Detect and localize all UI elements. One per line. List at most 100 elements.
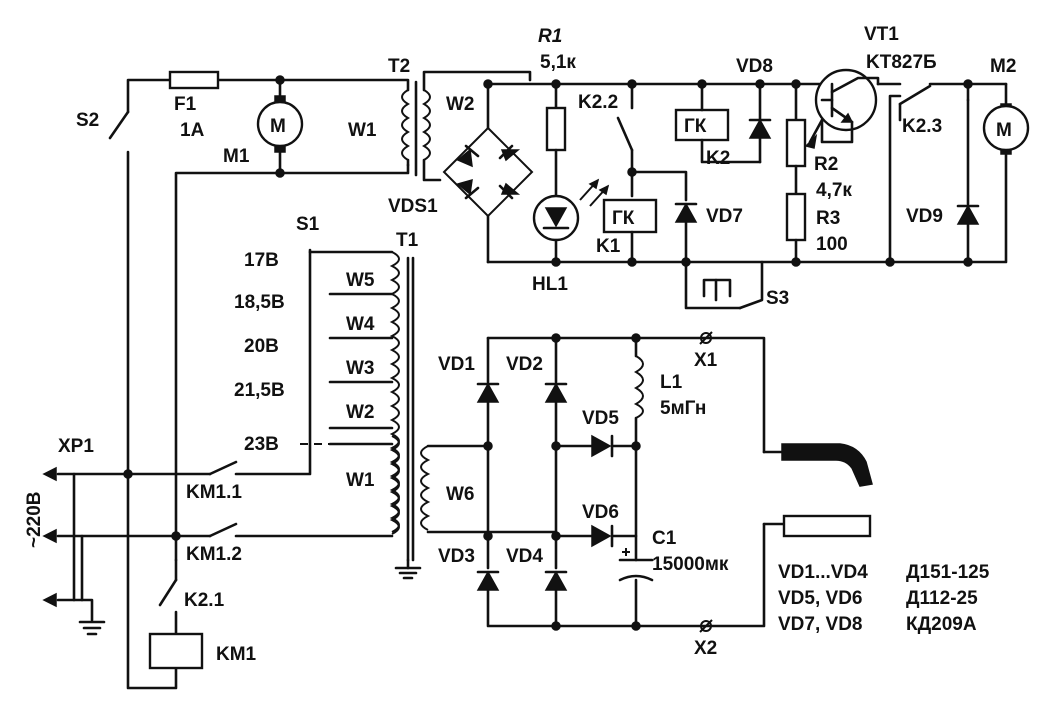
- junction-dots-left: [123, 75, 285, 541]
- label-km1-1: KM1.1: [186, 482, 242, 503]
- label-k2-2: K2.2: [578, 92, 618, 113]
- label-r3-value: 100: [816, 234, 848, 255]
- fuse-f1: [168, 70, 220, 90]
- label-vd3: VD3: [438, 546, 475, 567]
- label-tap-18-5: 18,5B: [234, 292, 285, 313]
- label-gk-k2: ГК: [684, 116, 707, 137]
- label-km1-2: KM1.2: [186, 544, 242, 565]
- label-l1: L1: [660, 372, 683, 393]
- label-m1: M1: [223, 146, 250, 167]
- parts-refs-1: VD5, VD6: [778, 588, 862, 609]
- label-vd9: VD9: [906, 206, 943, 227]
- parts-refs-0: VD1...VD4: [778, 562, 868, 583]
- label-r1: R1: [538, 26, 562, 47]
- diode-vd3: [476, 570, 500, 591]
- label-x2: X2: [694, 638, 717, 659]
- label-tap-23: 23B: [244, 434, 279, 455]
- diode-vd5: [591, 434, 614, 458]
- label-tap-17: 17B: [244, 250, 279, 271]
- label-s2: S2: [76, 110, 99, 131]
- output-rectifier: [486, 336, 786, 628]
- label-w6: W6: [446, 484, 475, 505]
- parts-list: VD1...VD4 Д151-125 VD5, VD6 Д112-25 VD7,…: [778, 562, 990, 635]
- transformer-t1: [300, 250, 558, 580]
- relay-coil-k1: [602, 198, 658, 234]
- label-k2-3: K2.3: [902, 116, 942, 137]
- label-hl1: HL1: [532, 274, 568, 295]
- label-tap-20: 20B: [244, 336, 279, 357]
- mains-plug-arrows: [42, 466, 57, 608]
- label-t2-w1: W1: [348, 120, 377, 141]
- label-m2-letter: M: [996, 120, 1012, 141]
- label-r3: R3: [816, 208, 840, 229]
- motor-m2: [966, 82, 1030, 264]
- contact-k2-2: [616, 82, 634, 198]
- potentiometer-r2: [785, 82, 824, 196]
- label-m2: M2: [990, 56, 1016, 77]
- label-vd6: VD6: [582, 502, 619, 523]
- label-km1: KM1: [216, 644, 257, 665]
- label-l1-value: 5мГн: [660, 398, 706, 419]
- label-mains: ~220B: [24, 491, 45, 548]
- label-m1-letter: M: [270, 116, 286, 137]
- motor-m1: [256, 95, 304, 153]
- label-vd4: VD4: [506, 546, 543, 567]
- label-t1-w3: W3: [346, 358, 375, 379]
- transformer-t2: [401, 70, 532, 182]
- resistor-r1: [545, 82, 567, 198]
- inductor-l1: [633, 355, 644, 419]
- label-t1-w4: W4: [346, 314, 375, 335]
- button-s3: [684, 260, 764, 310]
- label-t2-w2: W2: [446, 94, 475, 115]
- label-x1: X1: [694, 350, 718, 371]
- led-hl1: [532, 178, 610, 264]
- bridge-rectifier-vds1: [442, 82, 534, 264]
- junction-dots-output: [483, 333, 641, 631]
- contact-k2-3: [876, 82, 970, 264]
- label-gk-k1: ГК: [612, 208, 635, 229]
- terminal-x2: [699, 619, 713, 633]
- label-vd1: VD1: [438, 354, 475, 375]
- diode-vd6: [591, 524, 614, 548]
- label-vd8: VD8: [736, 56, 773, 77]
- label-f1: F1: [174, 94, 197, 115]
- label-t1-w5: W5: [346, 270, 375, 291]
- label-k2: K2: [706, 148, 730, 169]
- relay-coil-km1: [148, 632, 204, 670]
- label-c1: C1: [652, 528, 677, 549]
- transistor-vt1: [814, 68, 880, 144]
- ground-clamp: [782, 514, 872, 538]
- label-vt1: VT1: [864, 24, 899, 45]
- label-vd7: VD7: [706, 206, 743, 227]
- label-tap-21-5: 21,5B: [234, 380, 285, 401]
- label-s1: S1: [296, 214, 320, 235]
- label-vd5: VD5: [582, 408, 619, 429]
- diode-vd4: [544, 570, 568, 591]
- parts-type-0: Д151-125: [906, 562, 990, 583]
- junction-dots-right: [483, 79, 973, 267]
- mains-wiring: [56, 78, 410, 690]
- parts-type-2: КД209А: [906, 614, 977, 635]
- label-k2-1: K2.1: [184, 590, 225, 611]
- electrode-holder: [781, 443, 873, 487]
- resistor-r3: [785, 192, 807, 264]
- label-t1-w2: W2: [346, 402, 375, 423]
- parts-type-1: Д112-25: [906, 588, 978, 609]
- diode-vd1: [476, 382, 500, 403]
- label-xp1: XP1: [58, 436, 94, 457]
- diode-vd2: [544, 382, 568, 403]
- capacitor-c1: [618, 548, 654, 582]
- label-r2: R2: [814, 154, 838, 175]
- label-f1-value: 1A: [180, 120, 205, 141]
- label-vd2: VD2: [506, 354, 543, 375]
- label-k1: K1: [596, 236, 621, 257]
- label-t2: T2: [388, 56, 410, 77]
- label-vt1-type: KT827Б: [866, 52, 937, 73]
- parts-refs-2: VD7, VD8: [778, 614, 862, 635]
- label-r2-value: 4,7к: [816, 180, 852, 201]
- labels: S2 F1 1A M1 M T2 W1 W2 VDS1 R1 5,1к HL1 …: [24, 24, 1016, 665]
- label-s3: S3: [766, 288, 789, 309]
- terminal-x1: [699, 331, 713, 345]
